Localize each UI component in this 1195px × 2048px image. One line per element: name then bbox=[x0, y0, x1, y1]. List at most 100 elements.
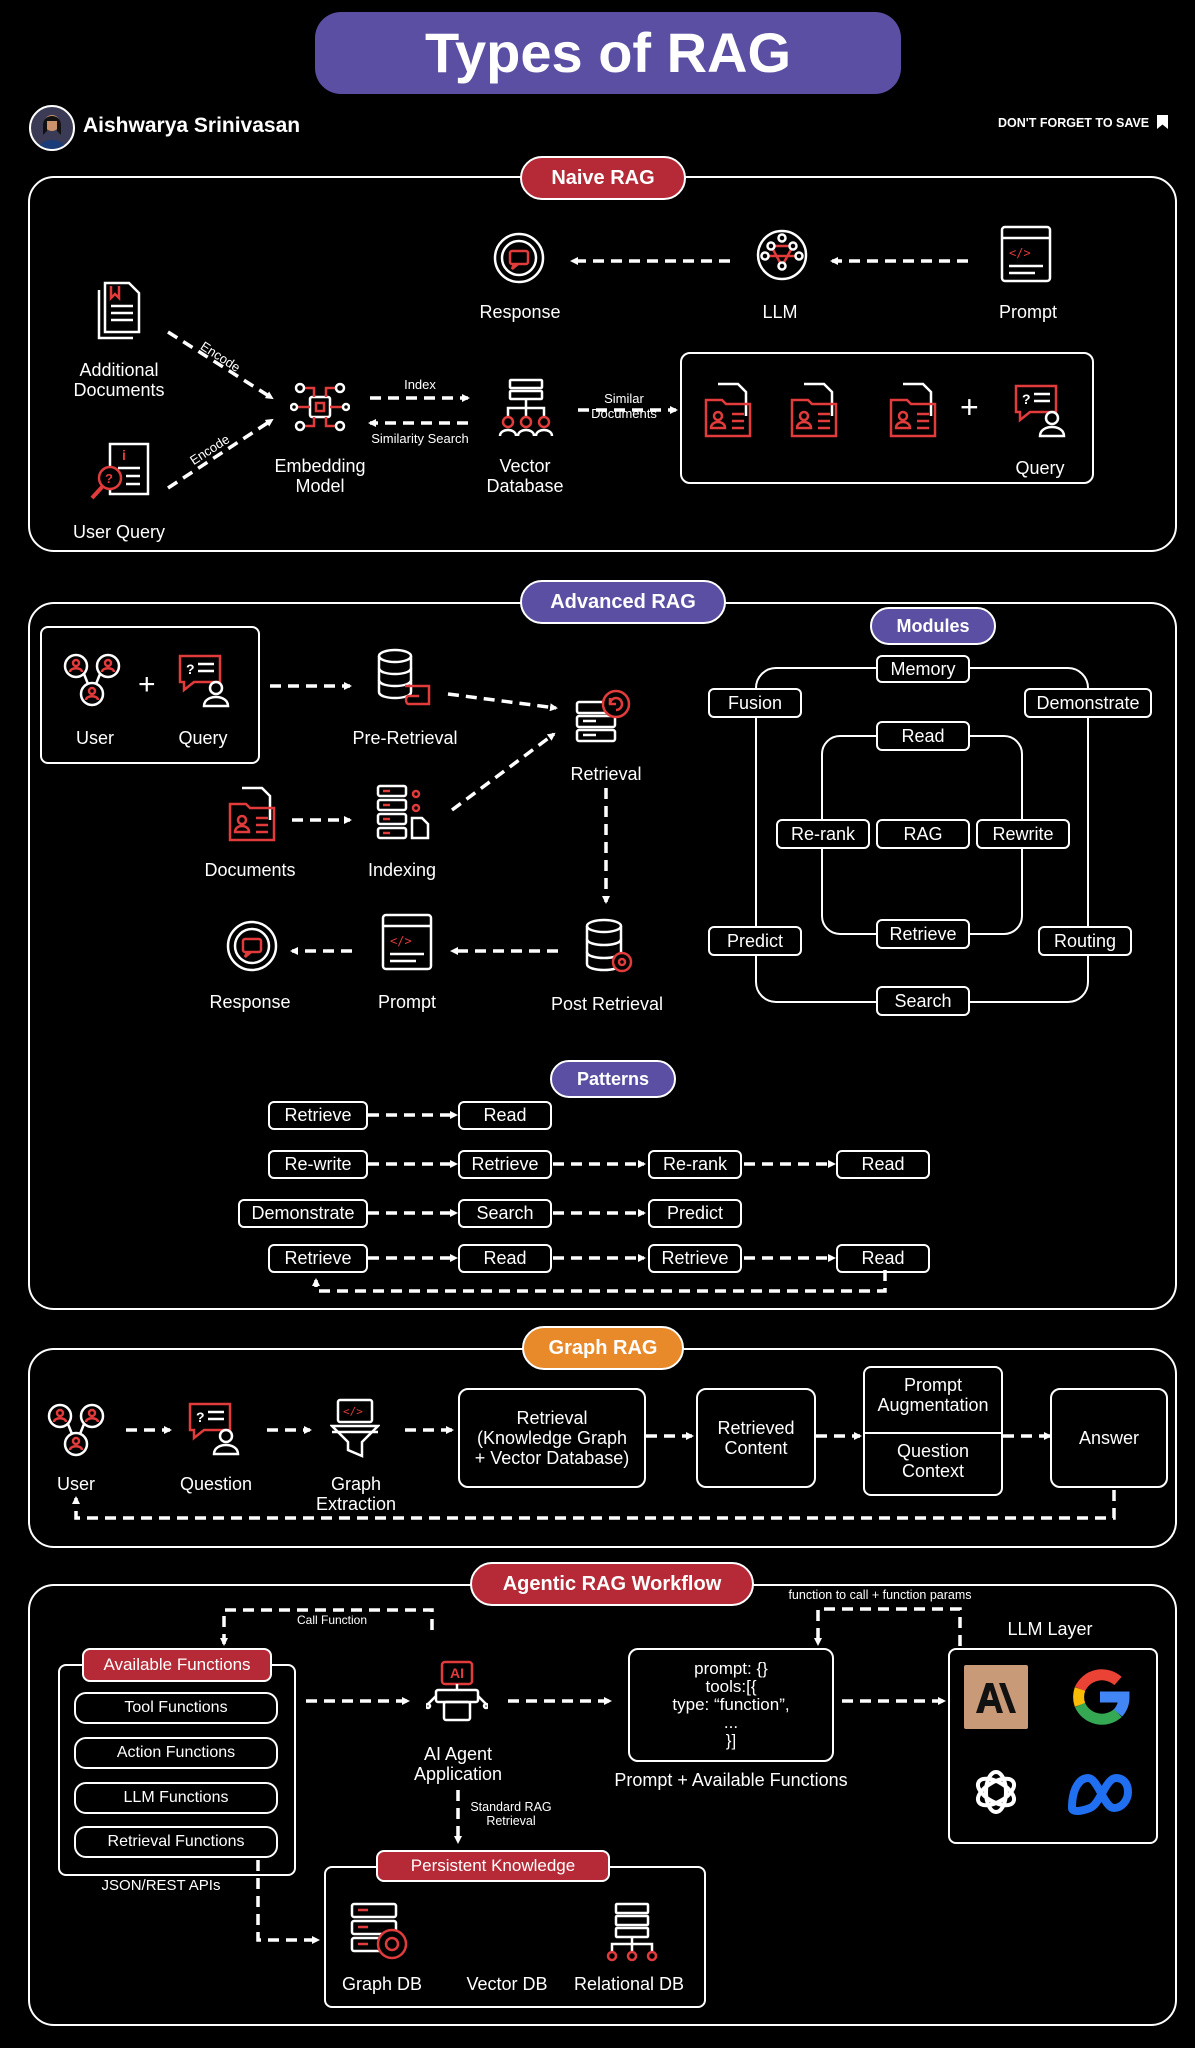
additional-documents-label: Additional Documents bbox=[73, 360, 165, 401]
meta-logo-icon bbox=[1064, 1768, 1136, 1818]
module-routing: Routing bbox=[1038, 926, 1132, 956]
folder-document-icon bbox=[704, 382, 752, 443]
module-predict: Predict bbox=[708, 926, 802, 956]
folder-document-icon bbox=[228, 786, 276, 847]
user-label: User bbox=[75, 728, 114, 748]
pattern-step: Read bbox=[836, 1150, 930, 1179]
author-name: Aishwarya Srinivasan bbox=[83, 114, 301, 137]
svg-text:</>: </> bbox=[390, 934, 412, 948]
pattern-step: Demonstrate bbox=[238, 1199, 368, 1228]
svg-text:?: ? bbox=[1022, 391, 1031, 407]
user-group-icon bbox=[46, 1400, 106, 1465]
pattern-step: Read bbox=[458, 1101, 552, 1130]
pattern-step: Predict bbox=[648, 1199, 742, 1228]
response-label: Response bbox=[209, 992, 291, 1012]
openai-logo-icon bbox=[966, 1762, 1026, 1822]
vector-db-label: Vector DB bbox=[466, 1974, 548, 1994]
response-icon bbox=[491, 230, 547, 291]
prompt-window-icon: </> bbox=[999, 224, 1053, 289]
retrieved-content-box: Retrieved Content bbox=[696, 1388, 816, 1488]
vector-database-label: Vector Database bbox=[486, 456, 564, 497]
llm-functions-item: LLM Functions bbox=[74, 1782, 278, 1814]
plus-sign: + bbox=[138, 668, 156, 701]
user-label: User bbox=[56, 1474, 95, 1494]
svg-text:?: ? bbox=[186, 661, 195, 677]
similar-documents-box bbox=[680, 352, 1094, 484]
pattern-step: Search bbox=[458, 1199, 552, 1228]
retrieval-label: Retrieval bbox=[570, 764, 642, 784]
ai-agent-robot-icon bbox=[424, 1660, 490, 1727]
prompt-augmentation-divider bbox=[865, 1432, 1001, 1434]
query-label: Query bbox=[178, 728, 228, 748]
query-chat-icon: ? bbox=[1012, 380, 1068, 443]
ai-agent-label: AI Agent Application bbox=[413, 1744, 503, 1785]
similarity-search-label: Similarity Search bbox=[371, 431, 469, 446]
question-label: Question bbox=[179, 1474, 253, 1494]
anthropic-logo-icon bbox=[964, 1665, 1028, 1729]
standard-rag-label: Standard RAG Retrieval bbox=[470, 1800, 552, 1828]
prompt-augmentation-label: Prompt Augmentation bbox=[877, 1375, 989, 1416]
google-logo-icon bbox=[1068, 1665, 1132, 1729]
pattern-step: Retrieve bbox=[648, 1244, 742, 1273]
modules-header: Modules bbox=[870, 607, 996, 645]
user-query-label: User Query bbox=[72, 522, 166, 542]
svg-text:?: ? bbox=[196, 1409, 205, 1425]
save-note: DON'T FORGET TO SAVE bbox=[998, 115, 1168, 132]
user-group-icon bbox=[62, 650, 122, 715]
similar-documents-label: Similar Documents bbox=[591, 391, 657, 421]
relational-db-label: Relational DB bbox=[573, 1974, 685, 1994]
ai-badge: AI bbox=[450, 1665, 464, 1681]
agentic-rag-header: Agentic RAG Workflow bbox=[470, 1562, 754, 1606]
post-retrieval-db-icon bbox=[584, 918, 636, 981]
relational-db-icon bbox=[604, 1902, 660, 1967]
question-chat-icon: ? bbox=[186, 1398, 242, 1461]
prompt-label: Prompt bbox=[377, 992, 437, 1012]
tool-functions-item: Tool Functions bbox=[74, 1692, 278, 1724]
pattern-step: Retrieve bbox=[268, 1244, 368, 1273]
module-fusion: Fusion bbox=[708, 688, 802, 718]
prompt-functions-caption: Prompt + Available Functions bbox=[614, 1770, 848, 1790]
retrieval-functions-item: Retrieval Functions bbox=[74, 1826, 278, 1858]
graph-extraction-label: Graph Extraction bbox=[315, 1474, 397, 1515]
module-search: Search bbox=[876, 986, 970, 1016]
llm-layer-box bbox=[948, 1648, 1158, 1844]
prompt-code-box: prompt: {} tools:[{ type: “function”, ..… bbox=[628, 1648, 834, 1762]
persistent-knowledge-header: Persistent Knowledge bbox=[376, 1850, 610, 1882]
user-query-icon: i? bbox=[88, 438, 154, 509]
svg-text:</>: </> bbox=[1009, 246, 1031, 260]
module-memory: Memory bbox=[876, 655, 970, 683]
module-read: Read bbox=[876, 721, 970, 751]
folder-document-icon bbox=[790, 382, 838, 443]
avatar bbox=[29, 105, 75, 151]
pattern-step: Read bbox=[836, 1244, 930, 1273]
pre-retrieval-label: Pre-Retrieval bbox=[352, 728, 458, 748]
module-rewrite: Rewrite bbox=[976, 819, 1070, 849]
save-note-text: DON'T FORGET TO SAVE bbox=[998, 116, 1150, 130]
svg-text:</>: </> bbox=[343, 1405, 363, 1418]
query-label: Query bbox=[1015, 458, 1065, 478]
pattern-step: Re-rank bbox=[648, 1150, 742, 1179]
function-params-label: function to call + function params bbox=[788, 1588, 972, 1602]
svg-text:?: ? bbox=[105, 471, 113, 486]
retrieval-kg-box: Retrieval (Knowledge Graph + Vector Data… bbox=[458, 1388, 646, 1488]
graph-db-icon bbox=[350, 1902, 410, 1967]
page-title: Types of RAG bbox=[315, 12, 901, 94]
advanced-rag-header: Advanced RAG bbox=[520, 580, 726, 624]
post-retrieval-label: Post Retrieval bbox=[550, 994, 664, 1014]
retrieval-server-icon bbox=[574, 686, 634, 751]
prompt-label: Prompt bbox=[998, 302, 1058, 322]
folder-document-icon bbox=[889, 382, 937, 443]
database-scroll-icon bbox=[375, 648, 433, 711]
answer-box: Answer bbox=[1050, 1388, 1168, 1488]
pattern-step: Retrieve bbox=[268, 1101, 368, 1130]
pattern-step: Retrieve bbox=[458, 1150, 552, 1179]
documents-label: Documents bbox=[204, 860, 296, 880]
embedding-model-icon bbox=[289, 378, 351, 441]
response-label: Response bbox=[479, 302, 561, 322]
vector-database-icon bbox=[498, 378, 554, 443]
document-icon bbox=[95, 280, 143, 345]
naive-rag-header: Naive RAG bbox=[520, 156, 686, 200]
question-context-label: Question Context bbox=[896, 1441, 970, 1482]
plus-sign: + bbox=[960, 389, 979, 425]
graph-db-label: Graph DB bbox=[341, 1974, 423, 1994]
